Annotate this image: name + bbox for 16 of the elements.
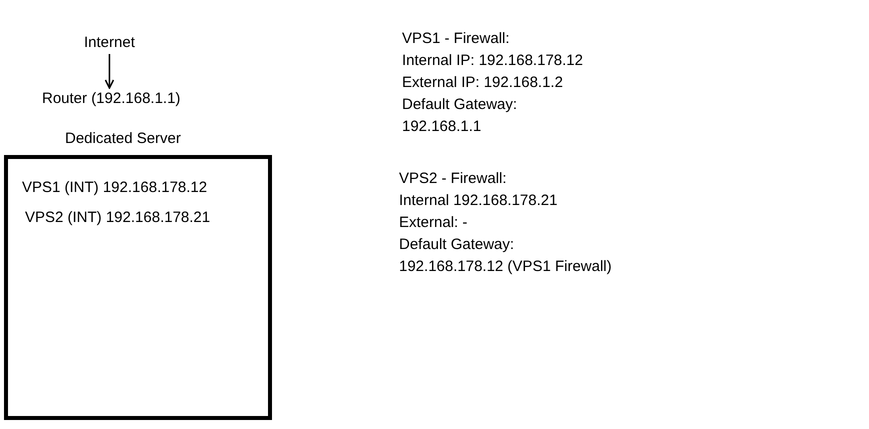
- note-line: Default Gateway:: [399, 236, 514, 254]
- vm-entry: VPS2 (INT) 192.168.178.21: [25, 209, 210, 227]
- note-line: 192.168.1.1: [402, 118, 482, 136]
- note-line: External IP: 192.168.1.2: [402, 74, 563, 92]
- network-label: Internet: [84, 34, 135, 52]
- note-heading: VPS1 - Firewall:: [402, 30, 510, 48]
- box-heading: Dedicated Server: [65, 130, 181, 148]
- vm-entry: VPS1 (INT) 192.168.178.12: [22, 179, 208, 197]
- note-heading: VPS2 - Firewall:: [399, 170, 507, 188]
- note-line: Internal IP: 192.168.178.12: [402, 52, 583, 70]
- note-line: Internal 192.168.178.21: [399, 192, 558, 210]
- arrow: [104, 54, 114, 89]
- router-label: Router (192.168.1.1): [42, 90, 180, 108]
- note-line: Default Gateway:: [402, 96, 518, 114]
- note-line: 192.168.178.12 (VPS1 Firewall): [399, 258, 612, 276]
- note-line: External: -: [399, 214, 468, 232]
